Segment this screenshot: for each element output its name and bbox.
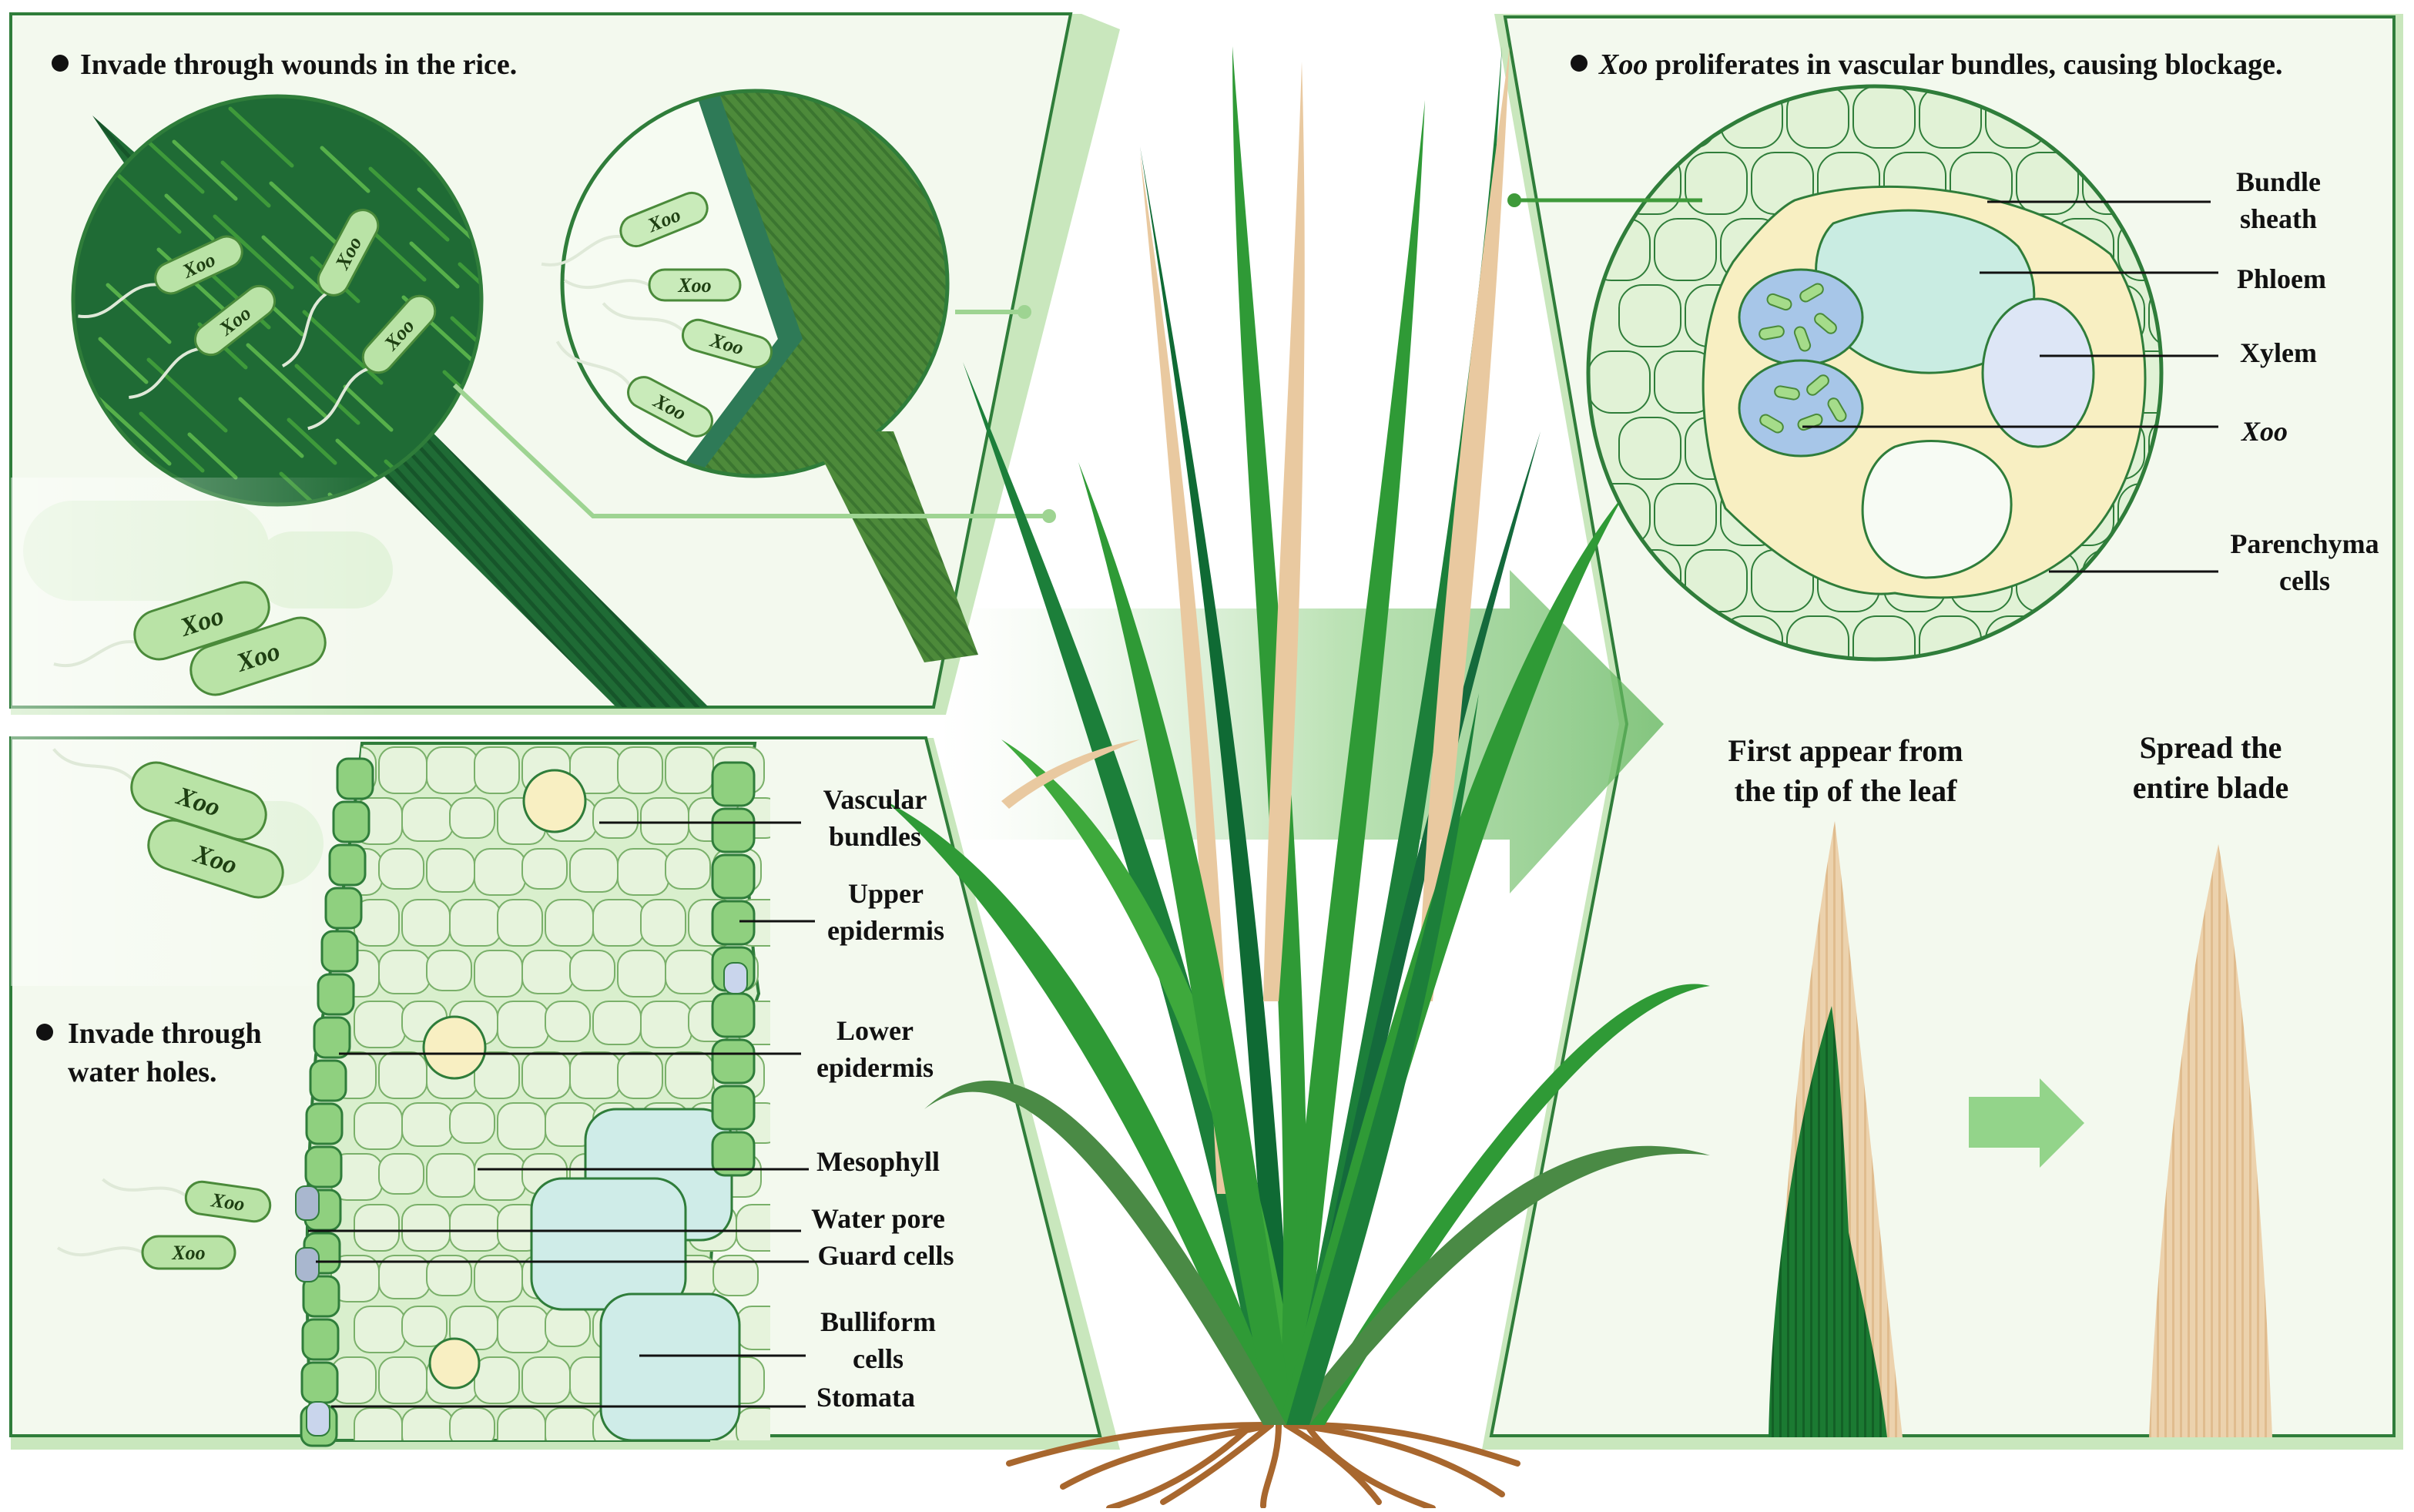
guard-cell: [295, 1247, 320, 1282]
stage2-caption-line2: entire blade: [2133, 770, 2289, 805]
blade-stage-2: [2149, 844, 2272, 1437]
label-guard: Guard cells: [818, 1240, 954, 1271]
water-hole-invasion-line2: water holes.: [68, 1056, 217, 1088]
xoo-rod: [1759, 325, 1785, 340]
label-upper: Upper: [848, 878, 924, 909]
xoo-rod: [1774, 385, 1800, 401]
xoo-rod: [1806, 374, 1829, 396]
proliferation-text: proliferates in vascular bundles, causin…: [1648, 49, 2282, 81]
progression-arrow: [1969, 1078, 2084, 1168]
xoo-label: Xoo: [209, 1188, 246, 1215]
label-xylem: Xylem: [2240, 337, 2317, 368]
label-bulliform: Bulliform: [820, 1306, 936, 1337]
blade-stage-1: [1769, 821, 1903, 1437]
bacterium-name: Xoo: [1598, 49, 1648, 81]
xoo-bacterium: Xoo: [102, 1178, 272, 1223]
leaf-tissue-callouts: VascularbundlesUpperepidermisLowerepider…: [308, 784, 954, 1413]
xoo-rod: [1814, 313, 1837, 334]
connector-line: [452, 383, 1048, 518]
label-lower: Lower: [837, 1015, 914, 1046]
stomata: [306, 1401, 330, 1437]
label-stomata: Stomata: [816, 1382, 915, 1413]
label-vascular: Vascular: [823, 784, 927, 815]
infected-vessel: [1738, 268, 1864, 367]
wound-invasion-text: Invade through wounds in the rice.: [80, 49, 517, 81]
stage-captions: First appear from the tip of the leaf Sp…: [1728, 730, 2288, 808]
label-bundle-sheath: Bundle: [2236, 166, 2321, 197]
label-phloem: Phloem: [2237, 263, 2326, 294]
stage2-caption-line1: Spread the: [2140, 730, 2282, 765]
bulliform-cell: [599, 1292, 741, 1440]
xoo-bacterium: Xoo: [307, 294, 437, 431]
label-water-pore: Water pore: [811, 1203, 945, 1234]
bulliform-cell: [530, 1177, 687, 1311]
stomata: [723, 962, 748, 994]
xoo-bacterium: Xoo: [56, 1235, 236, 1270]
label-xoo: Xoo: [2241, 416, 2288, 447]
xoo-label: Xoo: [677, 274, 711, 297]
vascular-bundle: [422, 1015, 487, 1080]
label-vascular: bundles: [829, 821, 921, 852]
label-bundle-sheath: sheath: [2240, 203, 2317, 234]
wound-leaf-strip-2: [809, 431, 978, 662]
xoo-bacterium: Xoo: [281, 209, 380, 368]
xoo-bacterium: Xoo: [563, 268, 742, 302]
vascular-proliferation-text: Xoo proliferates in vascular bundles, ca…: [1598, 49, 2282, 81]
xoo-bacterium: Xoo: [541, 191, 709, 267]
right-heading: Xoo proliferates in vascular bundles, ca…: [1571, 49, 2282, 81]
vessel-cavity: [1861, 440, 2013, 579]
xoo-bacterium: Xoo: [53, 581, 270, 668]
label-parenchyma: Parenchyma: [2230, 528, 2379, 559]
xylem: [1981, 297, 2095, 448]
top-left-heading: Invade through wounds in the rice.: [52, 49, 517, 81]
vascular-bundle: [522, 769, 587, 833]
label-mesophyll: Mesophyll: [816, 1146, 940, 1177]
xoo-label: Xoo: [171, 1242, 205, 1264]
label-parenchyma: cells: [2279, 565, 2330, 596]
leaf-cross-section: [295, 742, 770, 1447]
infected-vessel: [1738, 359, 1864, 458]
xoo-bacterium: Xoo: [147, 819, 284, 899]
xoo-rod: [1759, 414, 1784, 434]
xoo-bacterium: Xoo: [78, 235, 243, 318]
label-bulliform: cells: [853, 1343, 904, 1374]
xoo-rod: [1799, 283, 1824, 303]
rice-plant: [886, 46, 1710, 1511]
bottom-left-heading: Invade through water holes.: [36, 1017, 262, 1088]
xoo-rod: [1766, 293, 1792, 311]
label-upper: epidermis: [827, 915, 944, 946]
xoo-rod: [1793, 326, 1812, 352]
label-lower: epidermis: [816, 1052, 934, 1083]
water-hole-invasion-line1: Invade through: [68, 1017, 262, 1050]
xoo-bacterium: Xoo: [189, 616, 327, 696]
xoo-bacterium: Xoo: [602, 302, 773, 369]
stage1-caption-line2: the tip of the leaf: [1735, 773, 1958, 808]
guard-cell: [295, 1185, 320, 1221]
stage1-caption-line1: First appear from: [1728, 733, 1963, 768]
vascular-bundle: [428, 1337, 481, 1390]
xoo-rod: [1827, 397, 1847, 422]
